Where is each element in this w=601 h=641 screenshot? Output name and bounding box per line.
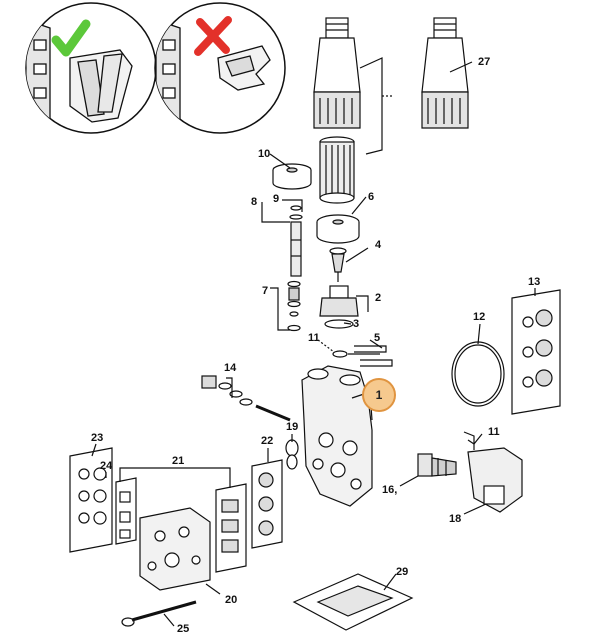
bolt-25	[121, 600, 197, 627]
kit-23	[69, 447, 113, 553]
detail-incorrect	[154, 2, 286, 134]
callout-9: 9	[273, 193, 280, 205]
callout-2: 2	[375, 292, 382, 304]
plunger-8	[289, 205, 303, 277]
detail-correct	[25, 2, 157, 134]
head-20	[139, 507, 211, 591]
callout-11-top: 11	[308, 332, 320, 344]
seal-stack-7	[287, 280, 301, 332]
callout-14: 14	[224, 362, 237, 374]
ring-12	[451, 341, 505, 407]
filter-element	[319, 136, 355, 204]
callout-3: 3	[353, 318, 360, 330]
callout-4: 4	[375, 239, 382, 251]
unloader-18	[463, 431, 523, 513]
seal-19	[285, 439, 299, 470]
callout-5: 5	[374, 332, 381, 344]
callout-8: 8	[251, 196, 258, 208]
callout-24: 24	[100, 460, 113, 472]
kit-22	[251, 459, 283, 549]
kit-13	[511, 289, 561, 415]
callout-21: 21	[172, 455, 185, 467]
callout-27: 27	[478, 56, 491, 68]
callout-22: 22	[261, 435, 274, 447]
callout-19: 19	[286, 421, 299, 433]
cap-10	[272, 163, 312, 190]
cap-6	[316, 214, 360, 244]
clip-5	[348, 345, 393, 367]
callout-16: 16,	[382, 484, 398, 496]
filter-housing-27	[421, 17, 469, 129]
valve-14	[201, 375, 291, 422]
leader-lines	[91, 61, 536, 627]
callout-1-highlight: 1	[362, 378, 396, 412]
callout-10: 10	[258, 148, 271, 160]
callout-18: 18	[449, 513, 462, 525]
filter-housing-left	[313, 17, 361, 129]
callout-11-bottom: 11	[488, 426, 500, 438]
callout-7: 7	[262, 285, 269, 297]
cross-icon	[194, 16, 232, 56]
pump-housing-1	[301, 365, 373, 507]
pin-4	[329, 247, 347, 282]
gasket-29	[292, 573, 414, 631]
callout-25: 25	[177, 623, 190, 635]
kit-21	[115, 477, 247, 573]
pin-11	[317, 339, 348, 358]
callout-20: 20	[225, 594, 238, 606]
callout-29: 29	[396, 566, 409, 578]
valve-16	[417, 453, 457, 477]
valve-2	[319, 285, 359, 329]
callout-23: 23	[91, 432, 104, 444]
callout-13: 13	[528, 276, 541, 288]
check-icon	[51, 19, 91, 57]
callout-6: 6	[368, 191, 375, 203]
callout-12: 12	[473, 311, 486, 323]
